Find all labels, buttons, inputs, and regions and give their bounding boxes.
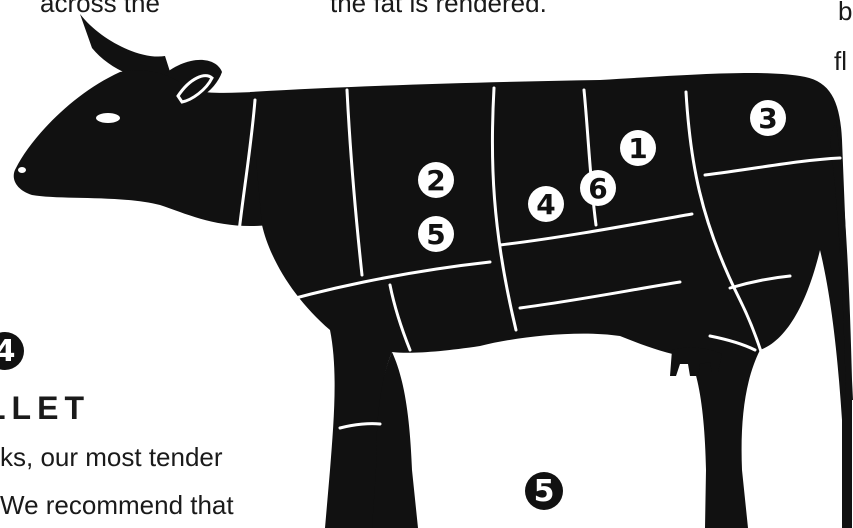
cow-head [14,70,270,226]
svg-text:1: 1 [628,132,647,165]
bottom-number-badge: 5 [525,472,563,510]
cow-eye [96,113,120,123]
cut-badge-1: 1 [620,130,656,166]
svg-text:6: 6 [588,172,607,205]
cow-udder [670,347,722,376]
cow-nostril [18,167,26,173]
cut-badge-6: 6 [580,170,616,206]
cut-badge-3: 3 [750,100,786,136]
cut-badge-4: 4 [528,186,564,222]
section-heading: LLET [0,390,90,427]
cow-horn [80,14,172,80]
section-body-line: We recommend that [0,490,234,521]
svg-text:3: 3 [758,102,777,135]
section-body-line: ks, our most tender [0,442,223,473]
svg-text:5: 5 [426,218,445,251]
cut-badge-5: 5 [418,216,454,252]
svg-text:4: 4 [536,188,555,221]
svg-text:2: 2 [426,164,445,197]
cow-body [250,73,852,528]
cut-badge-2: 2 [418,162,454,198]
